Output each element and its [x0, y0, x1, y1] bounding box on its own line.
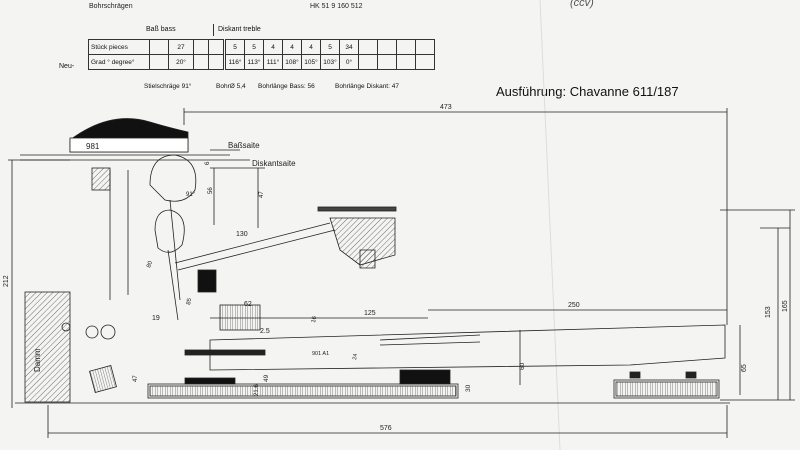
dimension-right-heights: 153 165 65	[720, 209, 795, 401]
dim-label-21-6: 21.6	[254, 384, 260, 396]
box-number-label: 981	[86, 142, 100, 151]
bass-string-label: Baßsaite	[228, 141, 260, 150]
bore-angle-heading: Bohrschrägen	[89, 3, 133, 10]
dimension-overall-width: 576	[47, 405, 728, 438]
dim-label-125: 125	[364, 310, 376, 317]
dim-label-47-top: 47	[259, 191, 265, 198]
key-bed: 30 49 21.6 47	[15, 369, 730, 404]
piano-key: 60	[209, 324, 726, 385]
dim-label-473: 473	[440, 104, 452, 111]
dim-label-85: 85	[186, 297, 193, 305]
damper-label: Damm	[33, 348, 42, 372]
treble-string-label: Diskantsaite	[252, 159, 296, 168]
dim-label-19: 19	[152, 315, 160, 322]
bore-table: Stück pieces 27 5 5 4 4 4 5 34 Grad ° de…	[88, 39, 435, 70]
dim-label-16: 16	[311, 315, 318, 323]
table-divider-mark	[213, 24, 215, 36]
dim-label-65: 65	[741, 364, 748, 372]
bass-column-heading: Baß bass	[146, 26, 176, 33]
left-frame: Damm	[24, 167, 129, 403]
dim-label-576: 576	[380, 425, 392, 432]
table-cell	[415, 54, 435, 70]
dim-label-2-5: 2.5	[260, 328, 270, 335]
table-cell: 103°	[320, 54, 340, 70]
table-row: Grad ° degree° 20° 116° 113° 111° 108° 1…	[88, 54, 435, 70]
dim-label-130: 130	[236, 231, 248, 238]
handwritten-scribble: (ccv)	[570, 0, 594, 9]
dim-label-49: 49	[263, 374, 270, 382]
dim-label-62: 62	[244, 301, 252, 308]
treble-column-heading: Diskant treble	[218, 26, 261, 33]
treble-bore-length-note: Bohrlänge Diskant: 47	[335, 83, 399, 90]
dim-label-30: 30	[465, 384, 472, 392]
bass-bore-length-note: Bohrlänge Bass: 56	[258, 83, 315, 90]
hammer-assembly	[149, 154, 197, 321]
dimension-top-width: 473	[183, 104, 728, 325]
dim-label-47-bottom: 47	[133, 375, 139, 382]
dim-label-56: 56	[208, 187, 214, 194]
table-cell: 116°	[224, 54, 245, 70]
hammer-rest-rail: 981	[69, 118, 189, 153]
paper-fold-line	[539, 0, 561, 450]
dim-label-24: 24	[352, 353, 359, 360]
strings: Baßsaite Diskantsaite	[20, 141, 296, 169]
dim-label-165: 165	[782, 300, 789, 312]
action-rail: 130	[174, 206, 397, 271]
part-number: HK 51 9 160 512	[310, 3, 363, 10]
dim-label-153: 153	[765, 306, 772, 318]
dim-label-6: 6	[205, 161, 211, 165]
dimension-key-length: 250 125	[210, 302, 727, 319]
table-cell: 0°	[339, 54, 359, 70]
dim-label-60: 60	[519, 362, 526, 370]
stem-angle-note: Stielschräge 91°	[144, 83, 192, 90]
table-row-prefix: Neu-	[59, 63, 75, 70]
dim-label-212: 212	[3, 275, 10, 287]
dim-label-80: 80	[146, 260, 154, 269]
mechanism-parts: 19 80 85 62 2.5 16 901 A1 24	[61, 260, 359, 393]
part-code-label: 901 A1	[312, 351, 329, 357]
string-dimensions: 6 56 47 91°	[186, 161, 265, 228]
dim-label-250: 250	[568, 302, 580, 309]
drawing-title: Ausführung: Chavanne 611/187	[496, 84, 679, 99]
table-cell	[208, 54, 226, 70]
bore-diameter-note: BohrØ 5,4	[216, 83, 246, 90]
